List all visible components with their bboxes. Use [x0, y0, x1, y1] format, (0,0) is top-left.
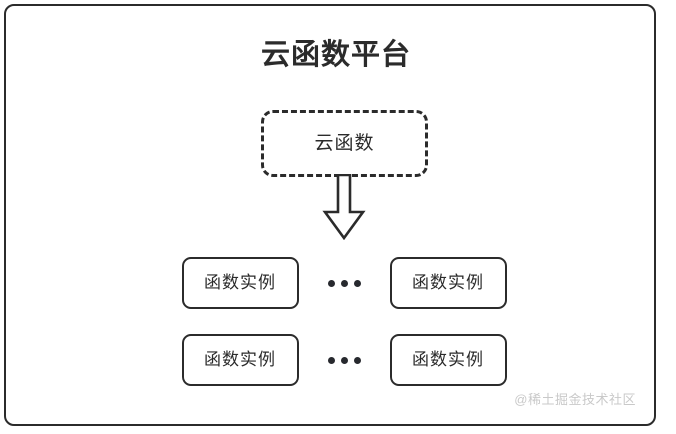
ellipsis-dot [340, 279, 348, 287]
function-instance-box: 函数实例 [389, 334, 507, 386]
function-instance-label: 函数实例 [204, 273, 276, 292]
cloud-function-label: 云函数 [314, 132, 375, 154]
cloud-platform-container: 云函数平台 云函数 函数实例 函数实例 函数实例 [4, 4, 656, 426]
cloud-function-node: 云函数 [261, 110, 428, 177]
function-instance-label: 函数实例 [204, 350, 276, 369]
function-instance-box: 函数实例 [181, 334, 299, 386]
ellipsis-dot [353, 356, 361, 364]
ellipsis-dot [327, 279, 335, 287]
function-instance-box: 函数实例 [389, 257, 507, 309]
ellipsis-separator-icon [299, 334, 390, 386]
function-instance-label: 函数实例 [412, 350, 484, 369]
ellipsis-dot [340, 356, 348, 364]
function-instance-box: 函数实例 [181, 257, 299, 309]
ellipsis-dot [353, 279, 361, 287]
down-block-arrow-icon [322, 173, 366, 241]
page-title: 云函数平台 [260, 39, 411, 71]
watermark: @稀土掘金技术社区 [514, 392, 636, 407]
instance-row-2: 函数实例 函数实例 [6, 334, 676, 386]
instance-row-1: 函数实例 函数实例 [6, 257, 676, 309]
ellipsis-separator-icon [299, 257, 390, 309]
ellipsis-dot [327, 356, 335, 364]
function-instance-label: 函数实例 [412, 273, 484, 292]
